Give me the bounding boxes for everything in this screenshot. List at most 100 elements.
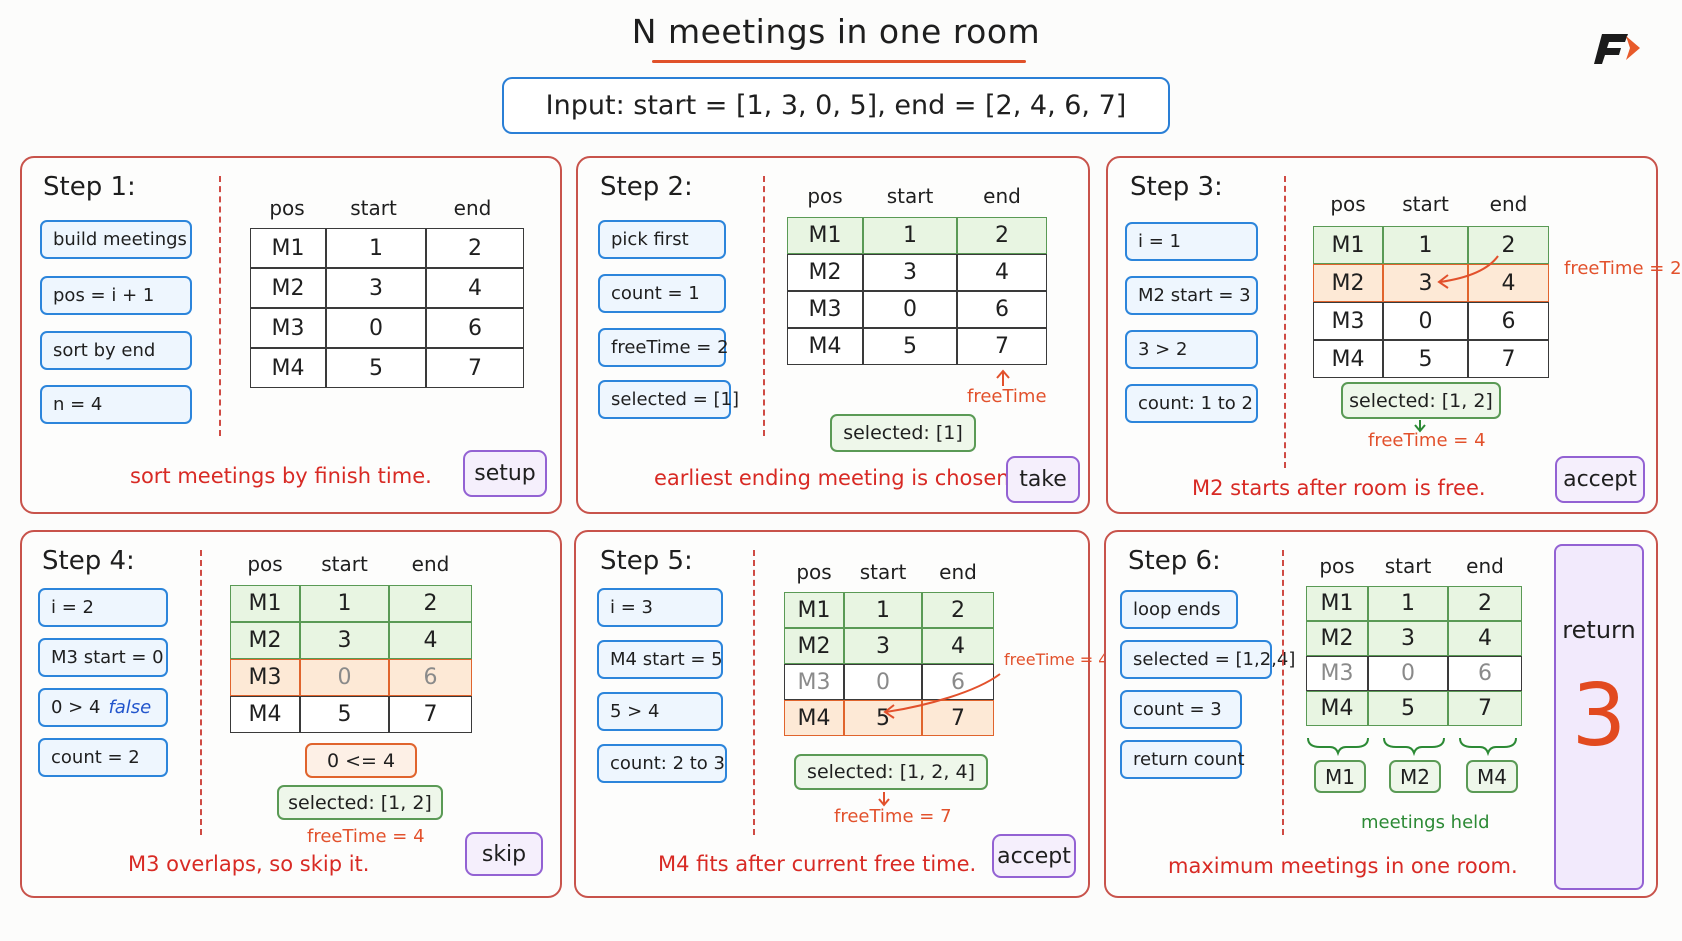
- compare-arrow-icon: [878, 673, 1001, 807]
- freetime-note: freeTime = 4: [307, 826, 425, 847]
- step-title: Step 4:: [42, 546, 135, 576]
- col-header-pos: pos: [247, 552, 283, 576]
- chip: count = 2: [38, 738, 168, 777]
- col-header-start: start: [859, 560, 907, 584]
- col-header-pos: pos: [807, 184, 843, 208]
- col-header-end: end: [411, 552, 450, 576]
- col-header-end: end: [983, 184, 1021, 208]
- step-title: Step 5:: [600, 546, 693, 576]
- col-header-pos: pos: [796, 560, 832, 584]
- chip: pos = i + 1: [40, 276, 192, 315]
- col-header-pos: pos: [1330, 192, 1366, 216]
- divider: [219, 176, 221, 436]
- chip: pick first: [598, 220, 726, 259]
- divider: [200, 550, 202, 835]
- accept-tag: accept: [992, 834, 1076, 878]
- chip: sort by end: [40, 331, 192, 370]
- chip: M3 start = 0: [38, 638, 168, 677]
- step-title: Step 3:: [1130, 172, 1223, 202]
- chip: build meetings: [40, 220, 192, 259]
- brand-logo-icon: [1594, 34, 1640, 64]
- col-header-end: end: [1489, 192, 1528, 216]
- chip: M4 start = 5: [597, 640, 723, 679]
- brace-icon: [1307, 737, 1517, 757]
- compare-arrow-icon: [1414, 255, 1499, 433]
- accept-tag: accept: [1555, 456, 1645, 503]
- col-header-start: start: [350, 196, 397, 220]
- return-box: return 3: [1554, 544, 1644, 890]
- page-title: N meetings in one room: [631, 12, 1041, 51]
- selected-chip: selected: [1, 2, 4]: [794, 754, 988, 790]
- step-1-panel: Step 1: build meetings pos = i + 1 sort …: [20, 156, 562, 514]
- chip: M2 start = 3: [1125, 276, 1258, 315]
- chip: count = 1: [598, 274, 726, 313]
- chip: i = 1: [1125, 222, 1258, 261]
- step-3-panel: Step 3: i = 1 M2 start = 3 3 > 2 count: …: [1106, 156, 1682, 514]
- freetime-side-note: freeTime = 4: [1004, 650, 1109, 669]
- col-header-start: start: [886, 184, 934, 208]
- step-2-panel: Step 2: pick first count = 1 freeTime = …: [576, 156, 1090, 514]
- freetime-note: freeTime = 4: [1368, 430, 1486, 451]
- chip: count = 3: [1120, 690, 1242, 729]
- chip: 5 > 4: [597, 692, 723, 731]
- title-underline: [652, 60, 1026, 63]
- chip: i = 2: [38, 588, 168, 627]
- chip: selected = [1]: [598, 380, 739, 419]
- step-title: Step 2:: [600, 172, 693, 202]
- divider: [753, 550, 755, 835]
- step-title: Step 1:: [43, 172, 136, 202]
- col-header-start: start: [321, 552, 368, 576]
- step-caption: M2 starts after room is free.: [1192, 476, 1486, 500]
- chip: i = 3: [597, 588, 723, 627]
- step-6-panel: Step 6: loop ends selected = [1,2,4] cou…: [1104, 530, 1658, 898]
- held-meeting-chip: M1: [1314, 760, 1366, 793]
- take-tag: take: [1006, 456, 1080, 503]
- col-header-pos: pos: [269, 196, 305, 220]
- input-box: Input: start = [1, 3, 0, 5], end = [2, 4…: [502, 77, 1170, 134]
- step-caption: M4 fits after current free time.: [658, 852, 977, 876]
- false-value: false: [108, 697, 152, 718]
- col-header-start: start: [1384, 554, 1432, 578]
- return-label: return: [1562, 616, 1636, 644]
- divider: [1284, 176, 1286, 468]
- freetime-arrow-icon: [996, 369, 1010, 386]
- divider: [763, 176, 765, 436]
- step-5-panel: Step 5: i = 3 M4 start = 5 5 > 4 count: …: [574, 530, 1108, 898]
- step-title: Step 6:: [1128, 546, 1221, 576]
- selected-chip: selected: [1, 2]: [277, 785, 443, 820]
- divider: [1282, 550, 1284, 835]
- freetime-side-note: freeTime = 2: [1564, 258, 1682, 279]
- chip: loop ends: [1120, 590, 1238, 629]
- col-header-end: end: [1466, 554, 1504, 578]
- chip: 3 > 2: [1125, 330, 1258, 369]
- col-header-start: start: [1402, 192, 1449, 216]
- col-header-pos: pos: [1319, 554, 1355, 578]
- step-caption: maximum meetings in one room.: [1168, 854, 1518, 878]
- chip: count: 2 to 3: [597, 744, 727, 783]
- compare-chip: 0 <= 4: [305, 743, 417, 778]
- freetime-note: freeTime = 7: [834, 806, 952, 827]
